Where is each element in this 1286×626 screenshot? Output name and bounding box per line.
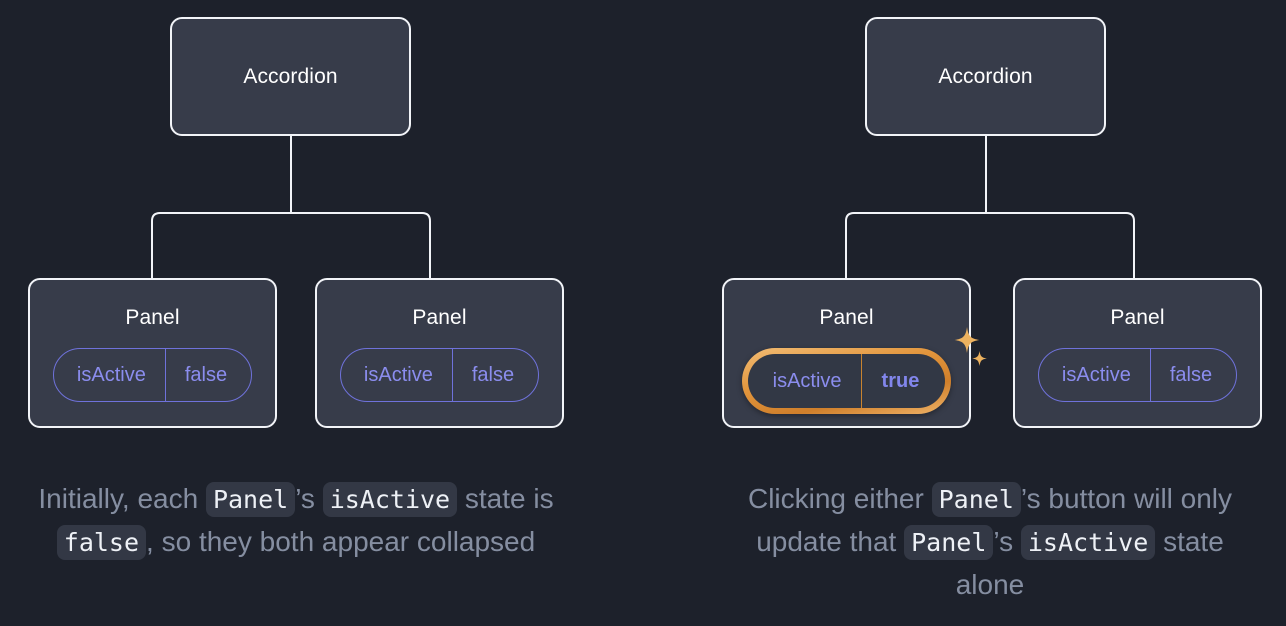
inline-code-chip: isActive xyxy=(1020,525,1156,560)
panel-node-left-2: Panel isActive false xyxy=(315,278,564,428)
state-pill-wrapper: isActive true xyxy=(741,327,987,414)
state-key: isActive xyxy=(748,354,862,408)
state-pill-wrapper: isActive false xyxy=(339,348,540,402)
sparkles-icon xyxy=(954,327,987,366)
inline-code-chip: false xyxy=(56,525,147,560)
caption-left: Initially, each Panel’s isActive state i… xyxy=(36,478,556,564)
state-pill-wrapper: isActive false xyxy=(1037,348,1238,402)
state-pill-highlighted[interactable]: isActive true xyxy=(741,348,952,414)
accordion-node-right: Accordion xyxy=(865,17,1106,136)
node-title: Panel xyxy=(412,306,467,329)
panel-node-left-1: Panel isActive false xyxy=(28,278,277,428)
inline-code-chip: Panel xyxy=(931,482,1021,517)
state-pill[interactable]: isActive false xyxy=(339,348,540,402)
inline-code-chip: Panel xyxy=(904,525,994,560)
state-pill-inner: isActive true xyxy=(747,354,946,408)
state-key: isActive xyxy=(54,349,166,401)
node-title: Accordion xyxy=(938,65,1033,88)
panel-node-right-2: Panel isActive false xyxy=(1013,278,1262,428)
state-value: false xyxy=(1169,364,1213,386)
state-pill[interactable]: isActive false xyxy=(52,348,253,402)
node-title: Panel xyxy=(125,306,180,329)
state-pill[interactable]: isActive false xyxy=(1037,348,1238,402)
state-pill-wrapper: isActive false xyxy=(52,348,253,402)
accordion-node-left: Accordion xyxy=(170,17,411,136)
state-key: isActive xyxy=(341,349,453,401)
state-key: isActive xyxy=(1039,349,1151,401)
node-title: Panel xyxy=(1110,306,1165,329)
inline-code-chip: Panel xyxy=(205,482,296,517)
state-value: false xyxy=(184,364,228,386)
panel-node-right-1: Panel isActive true xyxy=(722,278,987,428)
caption-right: Clicking either Panel’s button will only… xyxy=(747,482,1233,600)
state-value: false xyxy=(471,364,515,386)
node-title: Panel xyxy=(819,306,874,329)
inline-code-chip: isActive xyxy=(322,482,458,517)
node-title: Accordion xyxy=(243,65,338,88)
state-value: true xyxy=(881,370,920,392)
